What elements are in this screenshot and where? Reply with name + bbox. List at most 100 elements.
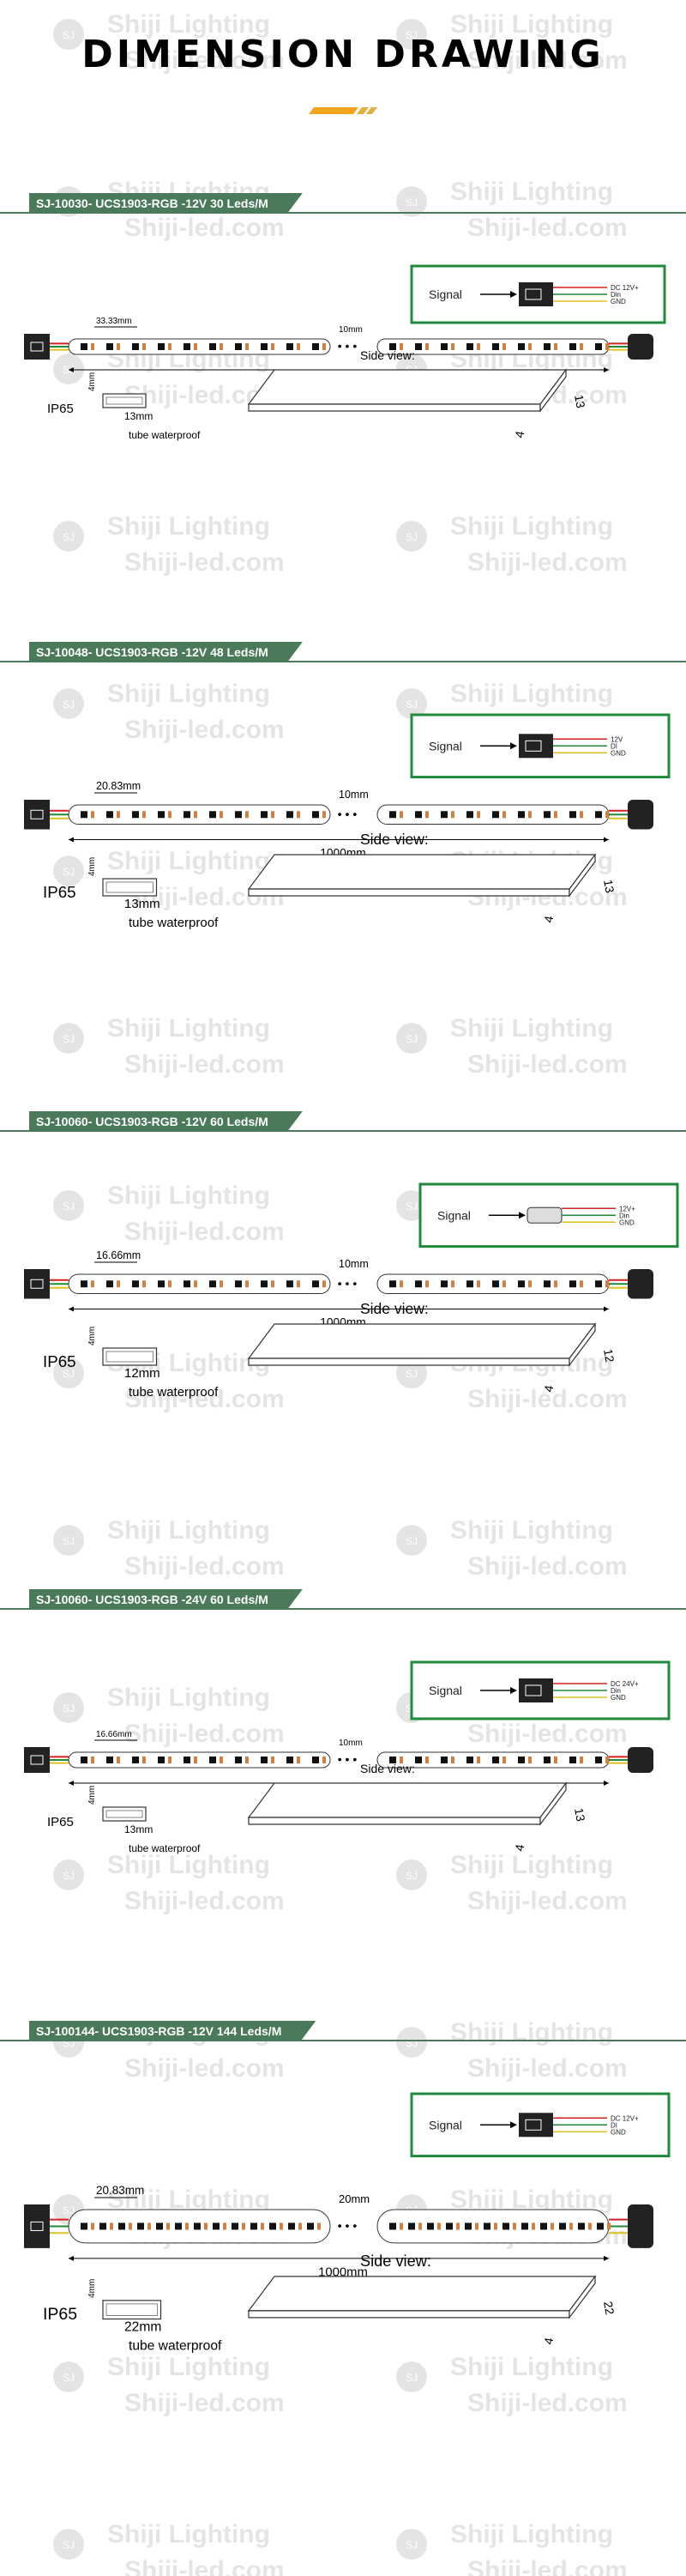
resistor bbox=[298, 2222, 302, 2230]
led-chip bbox=[518, 1757, 525, 1763]
resistor bbox=[425, 343, 429, 350]
led-chip bbox=[518, 1280, 525, 1288]
section-header: SJ-10030- UCS1903-RGB -12V 30 Leds/M bbox=[0, 193, 686, 215]
resistor bbox=[554, 811, 557, 819]
led-chip bbox=[118, 2222, 125, 2230]
resistor bbox=[322, 1280, 326, 1288]
resistor bbox=[400, 1757, 403, 1763]
resistor bbox=[220, 811, 223, 819]
led-chip bbox=[389, 811, 396, 819]
led-chip bbox=[261, 1757, 268, 1763]
tube-caption: tube waterproof bbox=[129, 916, 219, 930]
led-chip bbox=[156, 2222, 163, 2230]
led-chip bbox=[408, 2222, 415, 2230]
tube-caption: tube waterproof bbox=[129, 2338, 222, 2353]
resistor bbox=[322, 1757, 326, 1763]
led-chip bbox=[466, 1757, 473, 1763]
led-chip bbox=[209, 811, 216, 819]
resistor bbox=[220, 1757, 223, 1763]
led-chip bbox=[415, 1280, 422, 1288]
led-chip bbox=[232, 2222, 238, 2230]
led-chip bbox=[235, 1280, 242, 1288]
resistor bbox=[400, 811, 403, 819]
resistor bbox=[297, 1280, 300, 1288]
resistor bbox=[502, 1757, 506, 1763]
tube-width-label: 13mm bbox=[124, 897, 160, 911]
resistor bbox=[554, 1280, 557, 1288]
side-width-label: 13 bbox=[572, 394, 587, 409]
resistor bbox=[451, 811, 454, 819]
tube-height-label: 4mm bbox=[87, 2279, 97, 2298]
dim-arrow-icon bbox=[604, 1306, 609, 1312]
wire-label: DC 12V+ bbox=[611, 284, 639, 292]
wire-label: 12V+ bbox=[619, 1205, 635, 1212]
resistor bbox=[425, 1280, 429, 1288]
side-width-label: 12 bbox=[601, 1348, 617, 1364]
led-chip bbox=[569, 343, 576, 350]
side-view-label: Side view: bbox=[360, 348, 415, 362]
section-title: SJ-10060- UCS1903-RGB -24V 60 Leds/M bbox=[29, 1589, 303, 1610]
side-height-label: 4 bbox=[541, 2337, 556, 2346]
resistor bbox=[456, 2222, 460, 2230]
led-chip bbox=[569, 1757, 576, 1763]
side-view-label: Side view: bbox=[360, 2252, 431, 2270]
led-chip bbox=[521, 2222, 528, 2230]
led-chip bbox=[213, 2222, 220, 2230]
led-chip bbox=[235, 343, 242, 350]
input-connector-icon bbox=[24, 800, 50, 830]
input-connector-icon bbox=[24, 1269, 50, 1299]
resistor bbox=[451, 343, 454, 350]
ip-rating: IP65 bbox=[43, 883, 76, 901]
resistor bbox=[91, 1280, 94, 1288]
led-chip bbox=[209, 1757, 216, 1763]
led-chip bbox=[106, 1757, 113, 1763]
output-connector-icon bbox=[628, 1747, 653, 1773]
side-view-label: Side view: bbox=[360, 1762, 415, 1775]
resistor bbox=[271, 1280, 274, 1288]
led-chip bbox=[132, 811, 139, 819]
led-chip bbox=[441, 1757, 448, 1763]
led-chip bbox=[184, 811, 190, 819]
input-connector-icon bbox=[24, 1747, 50, 1773]
led-chip bbox=[99, 2222, 106, 2230]
header-rule bbox=[0, 1608, 686, 1610]
led-chip bbox=[269, 2222, 276, 2230]
gap-label: 20mm bbox=[339, 2192, 370, 2205]
output-connector-icon bbox=[628, 2204, 653, 2248]
connector-socket-icon bbox=[30, 1755, 44, 1765]
resistor bbox=[271, 343, 274, 350]
led-chip bbox=[441, 1280, 448, 1288]
plug-socket-icon bbox=[525, 288, 542, 300]
resistor bbox=[297, 343, 300, 350]
resistor bbox=[194, 1757, 197, 1763]
side-view-end bbox=[539, 1781, 567, 1826]
led-chip bbox=[132, 1280, 139, 1288]
led-chip bbox=[81, 1280, 87, 1288]
tube-profile bbox=[102, 393, 147, 408]
resistor bbox=[554, 1757, 557, 1763]
ip-rating: IP65 bbox=[47, 402, 74, 416]
resistor bbox=[400, 2222, 403, 2230]
resistor bbox=[588, 2222, 592, 2230]
led-chip bbox=[389, 1280, 396, 1288]
led-chip bbox=[415, 811, 422, 819]
resistor bbox=[605, 343, 609, 350]
resistor bbox=[245, 811, 249, 819]
led-chip bbox=[484, 2222, 490, 2230]
led-chip bbox=[518, 811, 525, 819]
led-chip bbox=[81, 1757, 87, 1763]
wire-label: Din bbox=[611, 1687, 621, 1695]
pitch-label: 20.83mm bbox=[96, 2184, 144, 2197]
led-chip bbox=[595, 1757, 602, 1763]
arrow-head-icon bbox=[510, 291, 517, 298]
side-view-top bbox=[247, 2276, 597, 2312]
dim-arrow-icon bbox=[69, 367, 74, 372]
side-width-label: 13 bbox=[601, 879, 617, 894]
led-chip bbox=[209, 343, 216, 350]
resistor bbox=[528, 1280, 532, 1288]
side-view-end bbox=[569, 1322, 596, 1367]
signal-label: Signal bbox=[429, 739, 462, 753]
tube-caption: tube waterproof bbox=[129, 1385, 219, 1400]
wire-label: GND bbox=[611, 749, 626, 757]
